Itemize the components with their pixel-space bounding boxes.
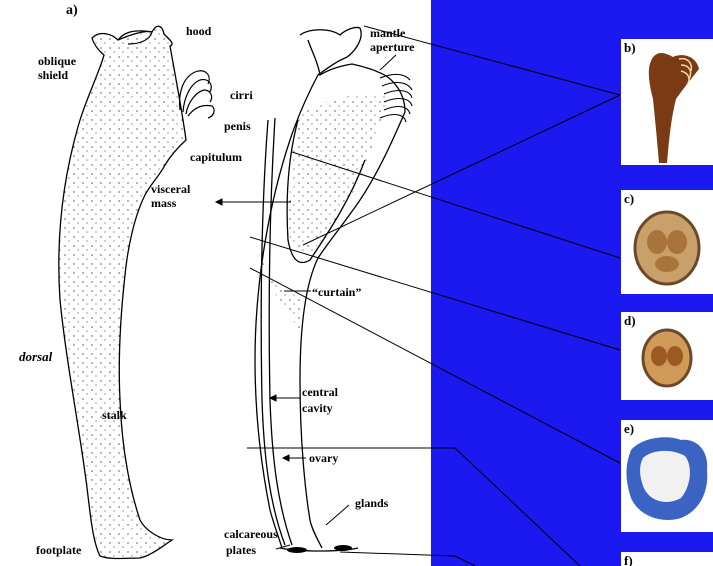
label-glands: glands	[355, 497, 388, 510]
label-mantle: mantle	[370, 27, 405, 40]
label-oblique: oblique	[38, 55, 76, 68]
barnacle-photo-b	[621, 39, 713, 165]
label-calcareous: calcareous	[224, 528, 278, 541]
histology-photo-e	[621, 420, 713, 532]
label-central: central	[302, 386, 338, 399]
label-cavity: cavity	[302, 402, 333, 415]
photo-panel-e: e)	[621, 420, 713, 532]
panel-d-label: d)	[624, 313, 636, 329]
label-shield: shield	[38, 69, 68, 82]
barnacle-photo-c	[621, 190, 713, 294]
cirri-drawing	[180, 71, 215, 118]
label-aperture: aperture	[370, 41, 414, 54]
external-outline	[59, 26, 186, 558]
label-curtain: “curtain”	[312, 286, 361, 299]
photo-panel-d: d)	[621, 312, 713, 400]
label-cirri: cirri	[230, 89, 253, 102]
panel-c-label: c)	[624, 191, 634, 207]
label-plates: plates	[226, 544, 256, 557]
label-visceral: visceral	[151, 183, 190, 196]
curtain-stipple	[260, 260, 300, 330]
label-ovary: ovary	[309, 452, 338, 465]
photo-panel-b: b)	[621, 39, 713, 165]
label-capitulum: capitulum	[190, 151, 242, 164]
label-hood: hood	[186, 25, 211, 38]
panel-a-label: a)	[66, 4, 78, 17]
photo-panel-c: c)	[621, 190, 713, 294]
label-mass: mass	[151, 197, 176, 210]
panel-f-label: f)	[624, 553, 633, 566]
photo-panel-f: f)	[621, 552, 713, 566]
label-footplate: footplate	[36, 544, 81, 557]
label-penis: penis	[224, 120, 251, 133]
label-stalk: stalk	[102, 409, 127, 422]
panel-e-label: e)	[624, 421, 634, 437]
label-dorsal: dorsal	[19, 350, 52, 363]
panel-b-label: b)	[624, 40, 636, 56]
